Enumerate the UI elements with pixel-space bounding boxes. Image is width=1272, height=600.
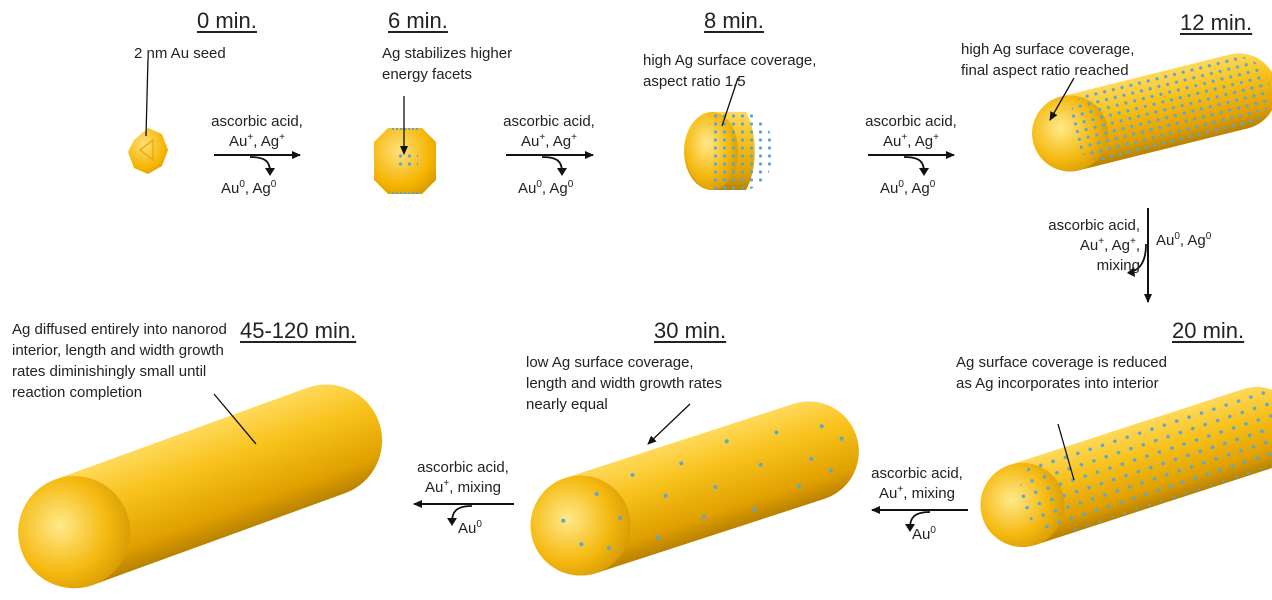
note-6: Ag stabilizes higher energy facets bbox=[382, 43, 562, 85]
note-0: 2 nm Au seed bbox=[134, 43, 274, 64]
nanorod-30min bbox=[518, 388, 872, 588]
note-8: high Ag surface coverage, aspect ratio 1… bbox=[643, 50, 843, 92]
pointer-seed bbox=[146, 58, 148, 136]
short-nanorod bbox=[684, 112, 774, 190]
reaction-6-products: Au0 bbox=[458, 520, 482, 537]
reaction-2-products: Au0, Ag0 bbox=[518, 180, 573, 197]
time-label-6: 6 min. bbox=[388, 8, 448, 34]
time-label-12: 12 min. bbox=[1180, 10, 1252, 36]
reaction-4-products: Au0, Ag0 bbox=[1156, 232, 1211, 249]
time-label-45: 45-120 min. bbox=[240, 318, 356, 344]
note-20: Ag surface coverage is reduced as Ag inc… bbox=[956, 352, 1182, 394]
nanorod-20min bbox=[970, 375, 1272, 557]
time-label-8: 8 min. bbox=[704, 8, 764, 34]
nanorod-final bbox=[2, 369, 397, 600]
reaction-arrow-1 bbox=[214, 155, 300, 176]
seed-particle bbox=[128, 128, 168, 174]
note-45: Ag diffused entirely into nanorod interi… bbox=[12, 319, 232, 403]
faceted-particle bbox=[374, 128, 436, 194]
note-12: high Ag surface coverage, final aspect r… bbox=[961, 39, 1161, 81]
reaction-3-products: Au0, Ag0 bbox=[880, 180, 935, 197]
reaction-6-reagents: ascorbic acid, Au+, mixing bbox=[408, 458, 518, 498]
reaction-5-reagents: ascorbic acid, Au+, mixing bbox=[862, 464, 972, 504]
reaction-3-reagents: ascorbic acid, Au+, Ag+ bbox=[856, 112, 966, 152]
reaction-4-reagents: ascorbic acid, Au+, Ag+, mixing bbox=[1030, 216, 1140, 276]
time-label-30: 30 min. bbox=[654, 318, 726, 344]
reaction-5-products: Au0 bbox=[912, 526, 936, 543]
note-30: low Ag surface coverage, length and widt… bbox=[526, 352, 731, 415]
reaction-arrow-2 bbox=[506, 155, 593, 176]
time-label-0: 0 min. bbox=[197, 8, 257, 34]
time-label-20: 20 min. bbox=[1172, 318, 1244, 344]
reaction-1-products: Au0, Ag0 bbox=[221, 180, 276, 197]
reaction-2-reagents: ascorbic acid, Au+, Ag+ bbox=[494, 112, 604, 152]
reaction-arrow-3 bbox=[868, 155, 954, 176]
reaction-1-reagents: ascorbic acid, Au+, Ag+ bbox=[202, 112, 312, 152]
